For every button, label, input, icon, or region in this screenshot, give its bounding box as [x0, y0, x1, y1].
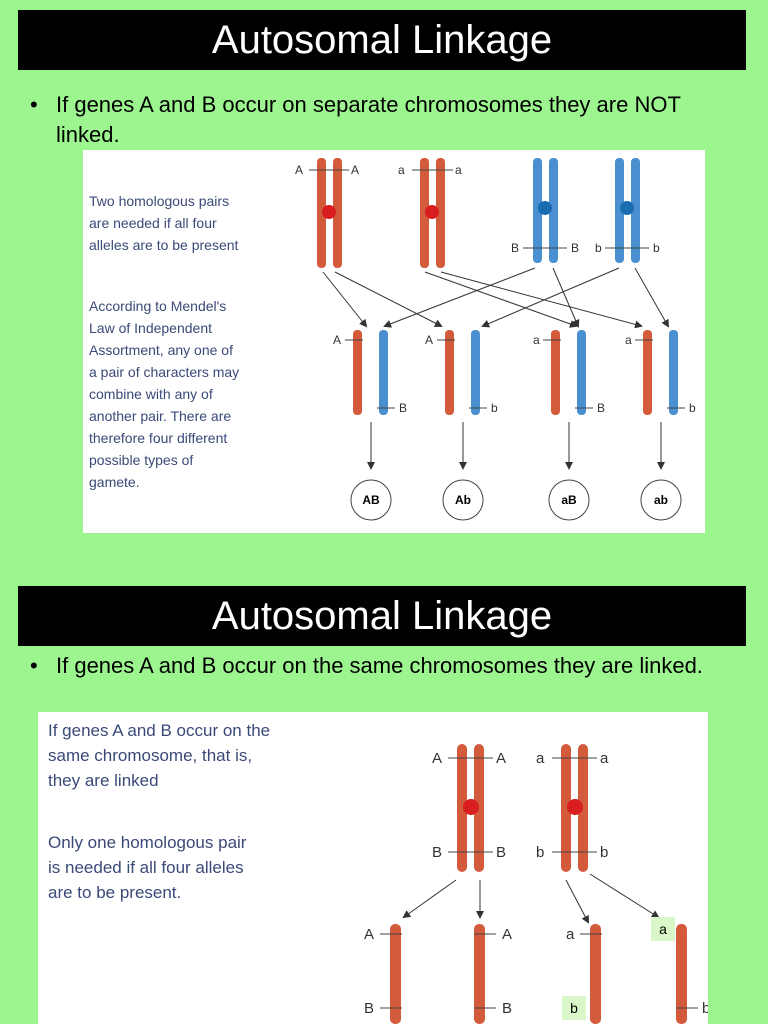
svg-text:A: A: [502, 926, 512, 943]
gamete-label: Ab: [455, 493, 471, 507]
parent-chromosome-BB: B B: [511, 158, 579, 263]
svg-text:B: B: [399, 401, 407, 415]
svg-text:b: b: [689, 401, 696, 415]
svg-text:a: a: [600, 750, 609, 767]
figure-note-one-pair: Only one homologous pair is needed if al…: [48, 833, 247, 902]
svg-text:a: a: [566, 926, 575, 943]
parent-chromosome-aa: a a: [398, 158, 462, 268]
parent-chromosome-AA: A A: [295, 158, 359, 268]
gamete-chromosomes-aB: a B: [533, 330, 605, 415]
gamete-circle-ab: [640, 479, 682, 521]
svg-text:B: B: [597, 401, 605, 415]
svg-text:a: a: [398, 163, 405, 177]
svg-text:B: B: [502, 1000, 512, 1017]
chromosome-diagram-1: A A a a B B: [295, 158, 696, 521]
svg-text:b: b: [653, 241, 660, 255]
svg-text:a: a: [533, 333, 540, 347]
svg-text:A: A: [333, 333, 341, 347]
gamete-arrows: [367, 422, 665, 470]
linkage-figure: If genes A and B occur on the same chrom…: [38, 712, 708, 1024]
callout-label-b: b: [562, 996, 586, 1020]
gamete-chromosomes-AB: A B: [333, 330, 407, 415]
slide-2-bullet-text: If genes A and B occur on the same chrom…: [56, 653, 703, 678]
slide-1-bullet: • If genes A and B occur on separate chr…: [30, 90, 730, 150]
gamete-chromosomes-Ab: A b: [425, 330, 498, 415]
slide-2-bullet: • If genes A and B occur on the same chr…: [30, 651, 730, 681]
svg-text:B: B: [511, 241, 519, 255]
bullet-dot: •: [30, 653, 38, 678]
svg-text:a: a: [625, 333, 632, 347]
parent-chromosome-AB-AB: A A B B: [432, 744, 506, 872]
svg-text:b: b: [702, 1000, 708, 1017]
callout-label-a: a: [651, 917, 675, 941]
svg-text:A: A: [364, 926, 374, 943]
gamete-chromosome-ab-1: a: [566, 924, 602, 1024]
gamete-chromosome-AB-1: A B: [364, 924, 402, 1024]
parent-chromosome-bb: b b: [595, 158, 660, 263]
svg-text:B: B: [364, 1000, 374, 1017]
chromosome-diagram-2: A A B B a a b b: [364, 744, 708, 1024]
svg-text:b: b: [595, 241, 602, 255]
svg-text:A: A: [432, 750, 442, 767]
figure-note-linked: If genes A and B occur on the same chrom…: [48, 721, 271, 790]
bullet-dot: •: [30, 92, 38, 117]
figure-note-mendel: According to Mendel's Law of Independent…: [89, 298, 240, 490]
slide-1-title: Autosomal Linkage: [18, 10, 746, 70]
gamete-circle-Ab: [442, 479, 484, 521]
slide-1: Autosomal Linkage • If genes A and B occ…: [18, 10, 746, 533]
svg-text:B: B: [496, 844, 506, 861]
gamete-circle-aB: [548, 479, 590, 521]
gamete-chromosome-AB-2: A B: [474, 924, 512, 1024]
slide-2-title: Autosomal Linkage: [18, 586, 746, 646]
gamete-circle-AB: [350, 479, 392, 521]
figure-note-two-pairs: Two homologous pairs are needed if all f…: [89, 193, 239, 253]
svg-text:A: A: [351, 163, 359, 177]
gamete-label: ab: [654, 493, 668, 507]
gamete-chromosomes-ab: a b: [625, 330, 696, 415]
svg-text:a: a: [455, 163, 462, 177]
svg-text:b: b: [491, 401, 498, 415]
svg-text:B: B: [571, 241, 579, 255]
gamete-label: aB: [561, 493, 577, 507]
svg-text:b: b: [600, 844, 608, 861]
linkage-arrows: [402, 873, 660, 924]
svg-text:B: B: [432, 844, 442, 861]
gamete-label: AB: [362, 493, 380, 507]
slide-2: Autosomal Linkage • If genes A and B occ…: [0, 575, 768, 1024]
svg-text:A: A: [496, 750, 506, 767]
svg-text:b: b: [536, 844, 544, 861]
slide-1-bullet-text: If genes A and B occur on separate chrom…: [56, 92, 681, 147]
independent-assortment-figure: Two homologous pairs are needed if all f…: [83, 150, 705, 533]
assortment-arrows: [322, 267, 669, 329]
svg-text:A: A: [295, 163, 303, 177]
svg-text:A: A: [425, 333, 433, 347]
parent-chromosome-ab-ab: a a b b: [536, 744, 609, 872]
svg-text:a: a: [536, 750, 545, 767]
gamete-chromosome-ab-2: b: [676, 924, 708, 1024]
